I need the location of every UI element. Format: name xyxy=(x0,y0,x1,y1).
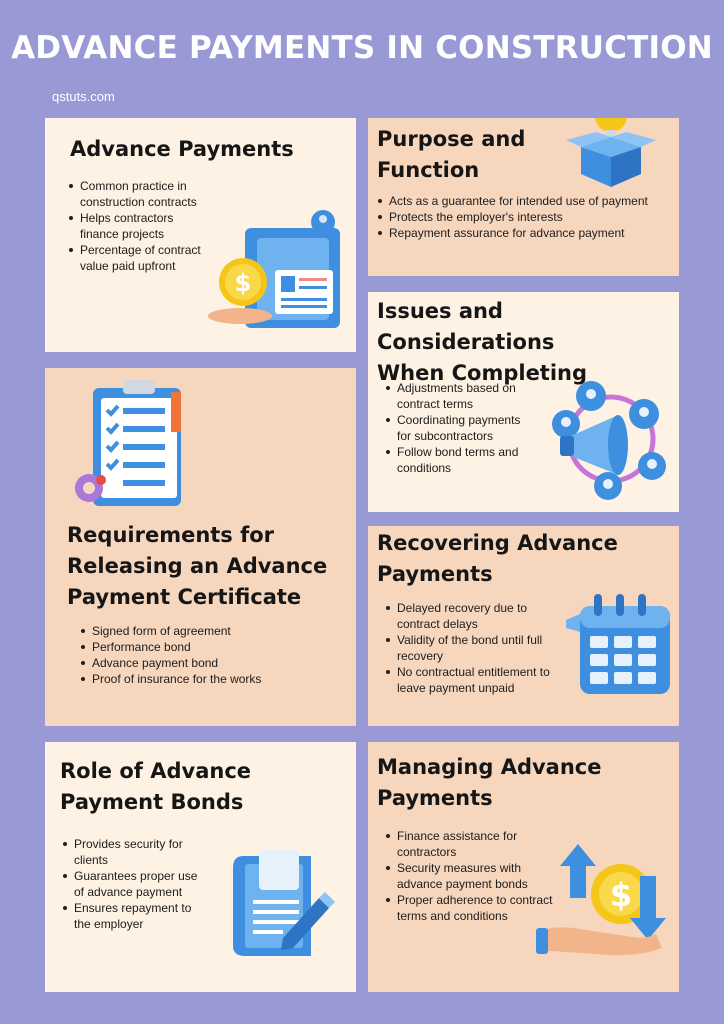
coin-arrows-icon: $ xyxy=(536,844,666,956)
document-money-icon: $ xyxy=(208,210,340,328)
clipboard-checklist-icon xyxy=(75,380,181,506)
list-item: Advance payment bond xyxy=(80,655,340,671)
list-item: Repayment assurance for advance payment xyxy=(377,225,677,241)
list-item: Signed form of agreement xyxy=(80,623,340,639)
list-item: Acts as a guarantee for intended use of … xyxy=(377,193,677,209)
bullet-list: Signed form of agreement Performance bon… xyxy=(80,623,340,687)
list-item: Performance bond xyxy=(80,639,340,655)
list-item: Protects the employer's interests xyxy=(377,209,677,225)
svg-text:$: $ xyxy=(610,876,632,914)
card-title-line: Advance Payments xyxy=(70,137,294,161)
bullet-list: Acts as a guarantee for intended use of … xyxy=(377,193,677,241)
page-title: ADVANCE PAYMENTS IN CONSTRUCTION xyxy=(11,30,713,66)
site-url: qstuts.com xyxy=(52,89,115,104)
calendar-icon xyxy=(566,594,670,694)
list-item: Proof of insurance for the works xyxy=(80,671,340,687)
megaphone-network-icon xyxy=(552,381,666,500)
lightbulb-box-icon xyxy=(566,118,656,187)
card-title: Advance Payments xyxy=(70,134,294,165)
svg-text:$: $ xyxy=(235,269,252,297)
document-pen-icon xyxy=(233,850,335,956)
